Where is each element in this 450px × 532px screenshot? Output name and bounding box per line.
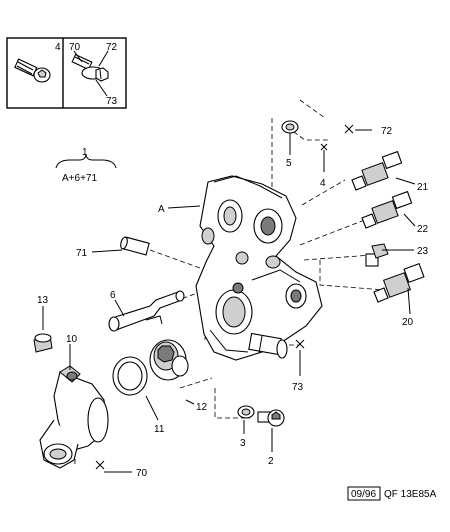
callout-2: 2 <box>268 456 274 467</box>
callout-a: A <box>158 204 165 215</box>
part-10-outlet-elbow <box>39 365 109 469</box>
group-bracket: 1 A+6+71 <box>55 147 117 184</box>
callout-71: 71 <box>76 248 88 259</box>
inset-box: 4 70 72 73 <box>6 37 127 109</box>
part-2-screw <box>257 409 285 427</box>
inset-label-72: 72 <box>106 42 118 53</box>
callout-13: 13 <box>37 295 49 306</box>
leader-lines <box>42 129 416 473</box>
callout-4: 4 <box>320 178 326 189</box>
housing-a <box>195 175 323 361</box>
callout-73: 73 <box>292 382 304 393</box>
callout-labels: 72 5 4 A 21 22 23 20 71 6 13 10 73 12 11… <box>37 126 429 479</box>
callout-72: 72 <box>381 126 393 137</box>
sensor-20 <box>373 262 425 303</box>
callout-70: 70 <box>136 468 148 479</box>
inset-bolt-70-72 <box>71 53 109 82</box>
callout-3: 3 <box>240 438 246 449</box>
callout-11: 11 <box>154 424 165 435</box>
callout-20: 20 <box>402 317 414 328</box>
part-12-thermostat <box>149 339 189 381</box>
sensor-23 <box>365 243 389 267</box>
footer-reference-code: QF 13E85A <box>384 489 437 500</box>
cross-marks <box>95 124 354 470</box>
callout-5: 5 <box>286 158 292 169</box>
footer-date-code: 09/96 <box>351 489 376 500</box>
group-number: 1 <box>82 147 88 158</box>
callout-21: 21 <box>417 182 429 193</box>
callout-12: 12 <box>196 402 208 413</box>
sensor-22 <box>361 190 413 229</box>
inset-label-70: 70 <box>69 42 81 53</box>
part-11-seal <box>112 356 148 396</box>
callout-10: 10 <box>66 334 78 345</box>
inset-label-73: 73 <box>106 96 118 107</box>
part-5-plug <box>281 120 299 134</box>
group-formula: A+6+71 <box>62 173 97 184</box>
footer-reference: 09/96 QF 13E85A <box>347 486 437 501</box>
part-71-dowel <box>120 236 150 256</box>
callout-6: 6 <box>110 290 116 301</box>
part-6-pipe <box>108 290 185 332</box>
callout-22: 22 <box>417 224 429 235</box>
part-13-cap <box>33 333 53 353</box>
sensor-21 <box>351 150 403 191</box>
inset-label-4: 4 <box>55 42 61 53</box>
callout-23: 23 <box>417 246 429 257</box>
inset-screw-4 <box>14 58 51 83</box>
part-3-washer <box>237 405 255 419</box>
